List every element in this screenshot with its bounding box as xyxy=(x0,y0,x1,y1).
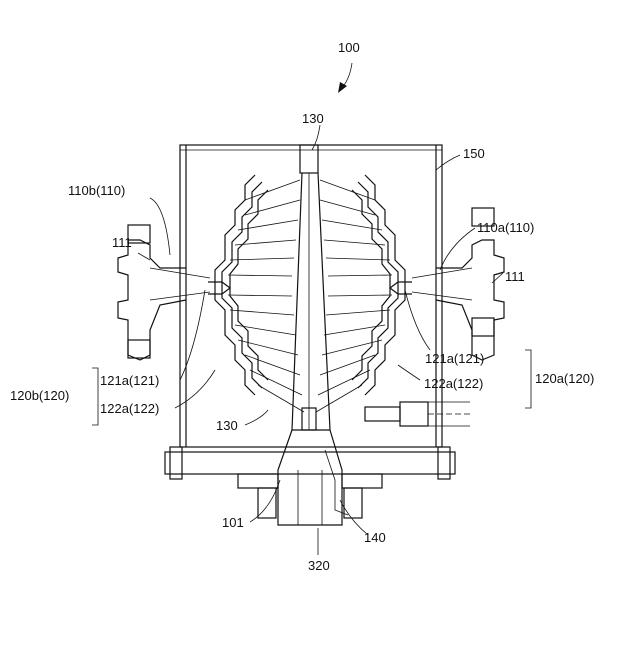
label-110b: 110b(110) xyxy=(68,183,125,198)
central-shaft xyxy=(292,145,330,430)
right-coil-stack xyxy=(316,175,412,412)
label-122a-right: 122a(122) xyxy=(424,376,483,391)
label-121a-right: 121a(121) xyxy=(425,351,484,366)
label-120a: 120a(120) xyxy=(535,371,594,386)
label-111-right: 111 xyxy=(505,269,525,284)
left-flange xyxy=(118,225,210,360)
label-120b: 120b(120) xyxy=(10,388,69,403)
label-130-top: 130 xyxy=(302,111,324,126)
label-121a-left: 121a(121) xyxy=(100,373,159,388)
label-122a-left: 122a(122) xyxy=(100,401,159,416)
label-111-left: 111 xyxy=(112,235,132,250)
label-100: 100 xyxy=(338,40,360,55)
label-320: 320 xyxy=(308,558,330,573)
side-connector xyxy=(365,402,470,426)
reference-labels: 100 130 150 110b(110) 110a(110) 111 111 … xyxy=(10,40,594,573)
label-101: 101 xyxy=(222,515,244,530)
label-130-bottom: 130 xyxy=(216,418,238,433)
base-assembly xyxy=(165,430,455,525)
label-150: 150 xyxy=(463,146,485,161)
left-coil-stack xyxy=(208,175,304,412)
label-110a: 110a(110) xyxy=(477,220,534,235)
label-140: 140 xyxy=(364,530,386,545)
